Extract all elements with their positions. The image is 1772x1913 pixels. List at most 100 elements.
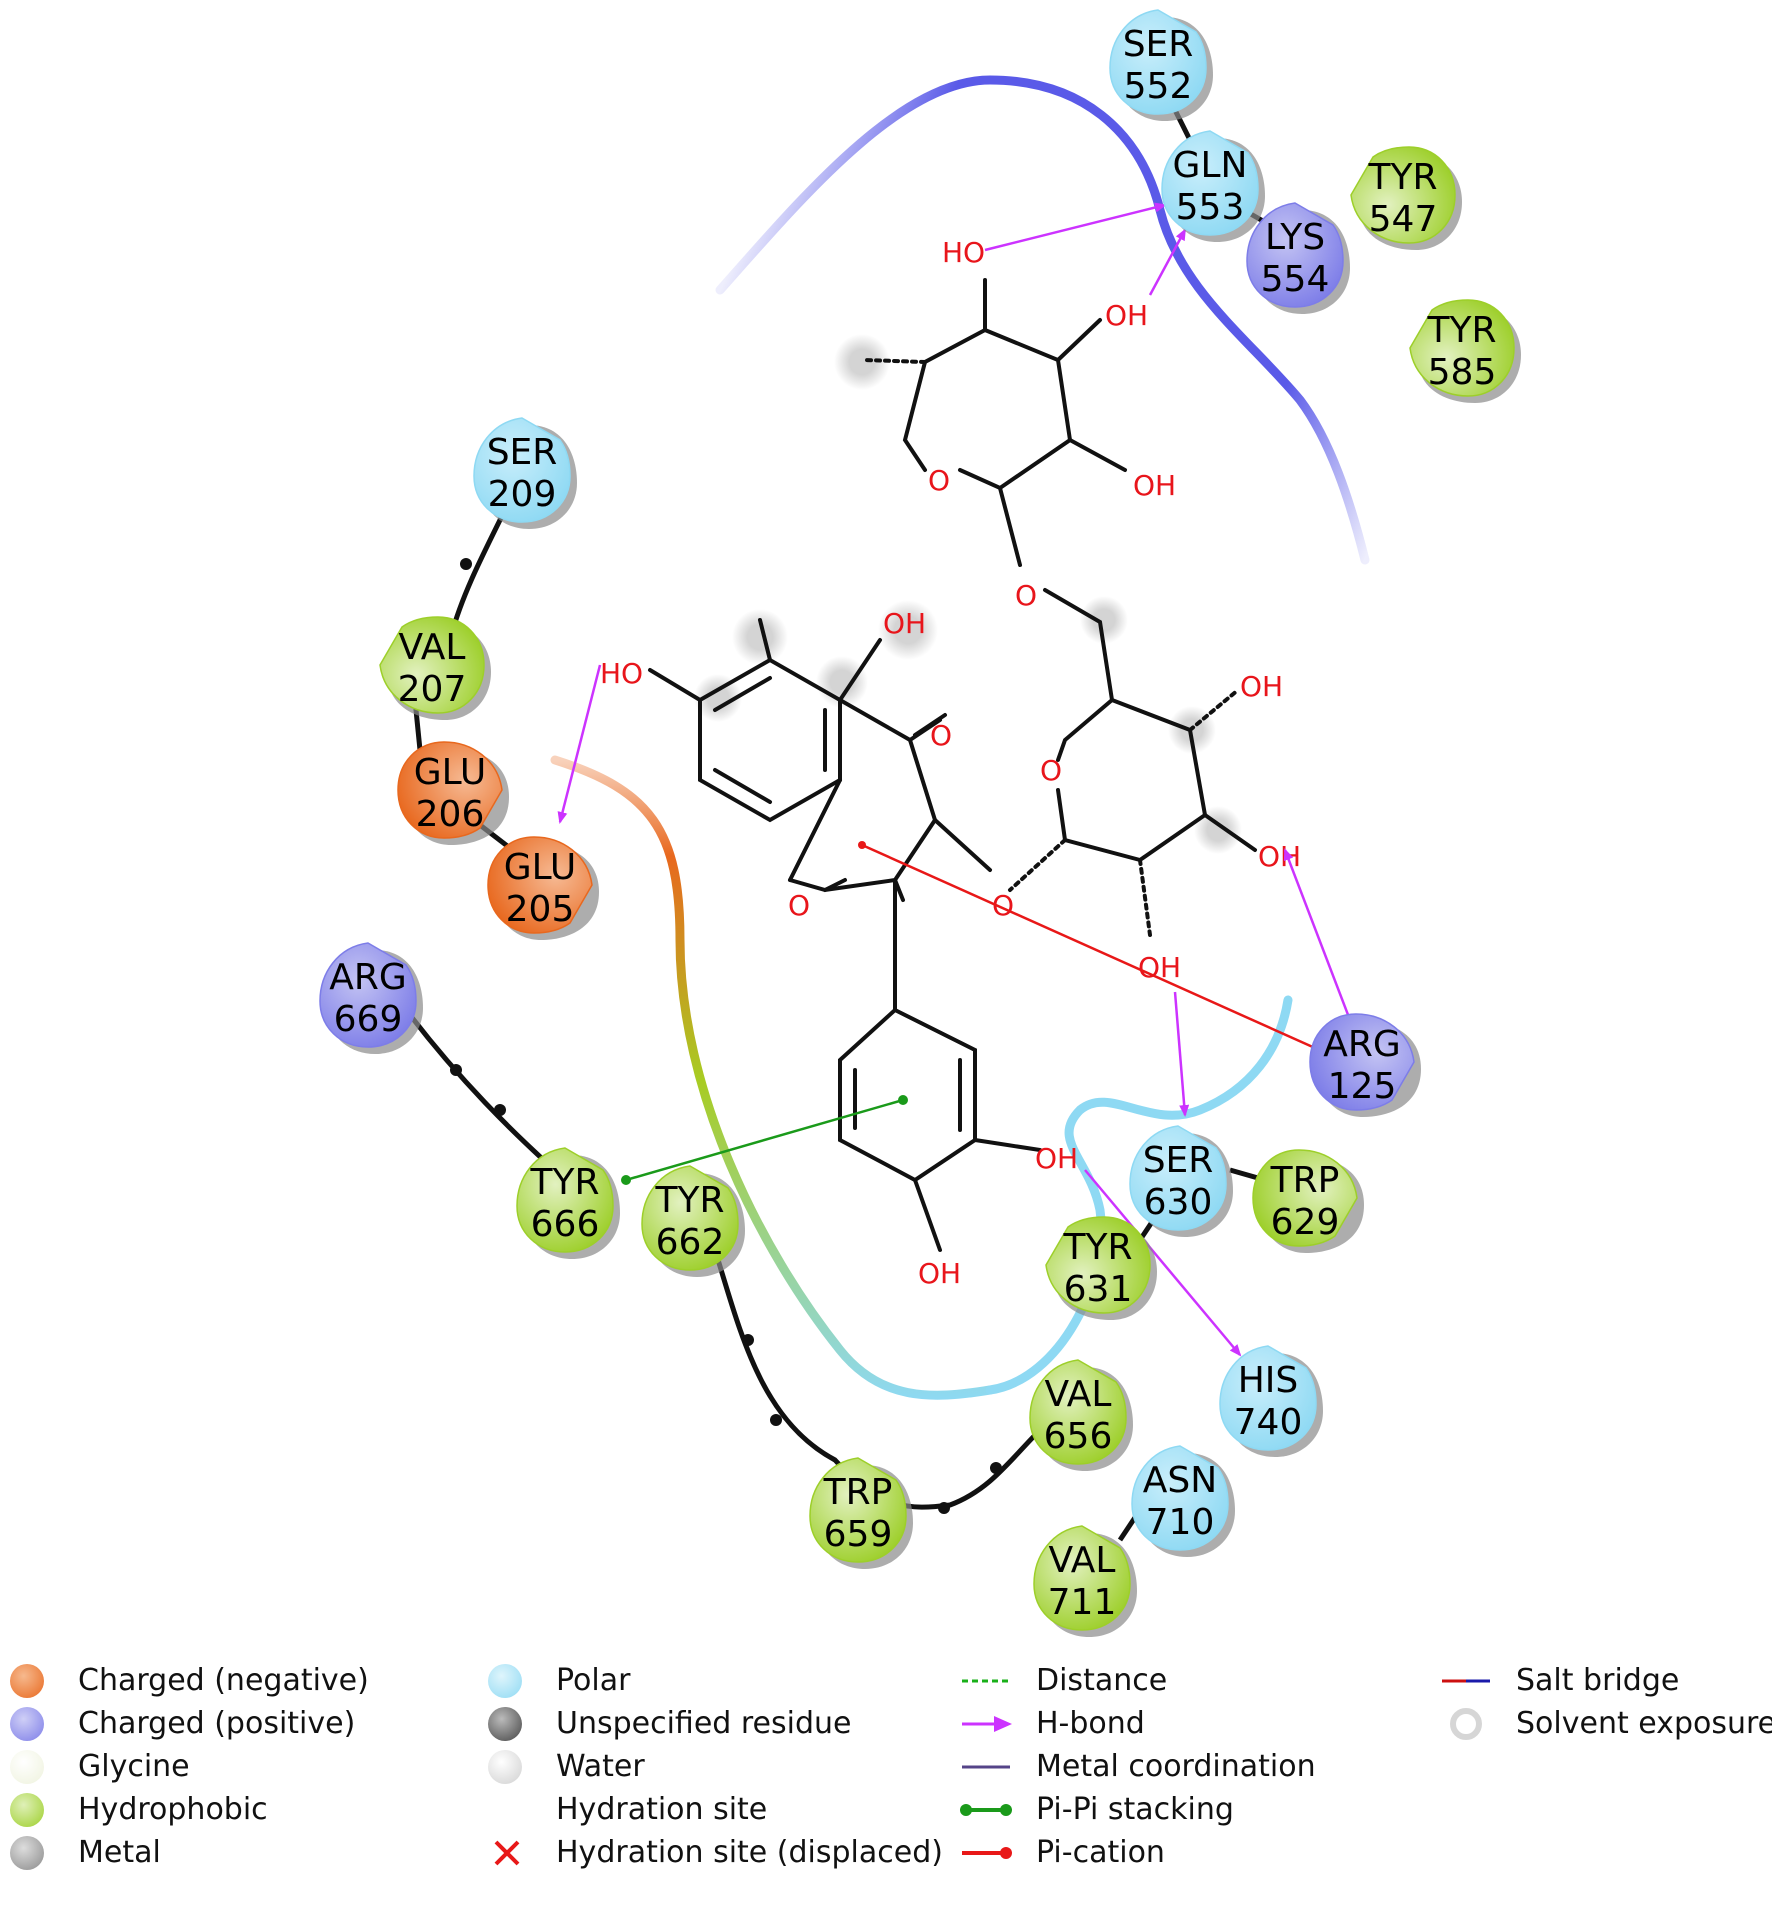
pi-pi-dot-1 bbox=[898, 1095, 908, 1105]
residue-body bbox=[1109, 9, 1207, 115]
residue-number: 666 bbox=[531, 1204, 600, 1245]
atom-oh-7: OH bbox=[1035, 1142, 1078, 1175]
residue-body bbox=[397, 741, 503, 839]
residue-name: SER bbox=[1123, 24, 1194, 65]
atom-ho-2: HO bbox=[600, 657, 643, 690]
residue-number: 711 bbox=[1048, 1582, 1117, 1623]
atom-o-ring-1: O bbox=[928, 464, 950, 497]
atom-oh-4: OH bbox=[1240, 670, 1283, 703]
residue-name: SER bbox=[1143, 1140, 1214, 1181]
residue-number: 710 bbox=[1146, 1502, 1215, 1543]
residue-body bbox=[516, 1147, 614, 1253]
atom-o-ring-3: O bbox=[788, 889, 810, 922]
residue-number: 669 bbox=[334, 999, 403, 1040]
cross-icon bbox=[494, 1840, 520, 1866]
line-dot-icon bbox=[962, 1847, 1012, 1859]
residue-name: GLU bbox=[504, 847, 577, 888]
residue-body bbox=[1309, 1013, 1415, 1111]
residue-number: 206 bbox=[416, 794, 485, 835]
residue-name: TRP bbox=[1270, 1160, 1340, 1201]
residue-body bbox=[1409, 299, 1515, 397]
residue-number: 662 bbox=[656, 1222, 725, 1263]
residue-number: 125 bbox=[1328, 1066, 1397, 1107]
residue-name: VAL bbox=[398, 627, 465, 668]
residue-body bbox=[1045, 1216, 1151, 1314]
residue-body bbox=[1129, 1125, 1227, 1231]
residue-layer: SER552GLN553LYS554TYR547TYR585SER209VAL2… bbox=[319, 9, 1521, 1637]
atom-oh-1: OH bbox=[1105, 299, 1148, 332]
connector-beads bbox=[450, 558, 1002, 1514]
residue-number: 631 bbox=[1064, 1269, 1133, 1310]
residue-number: 585 bbox=[1428, 352, 1497, 393]
halo-icon bbox=[1450, 1708, 1482, 1740]
hbond-lines bbox=[557, 202, 1352, 1357]
residue-body bbox=[319, 942, 417, 1048]
residue-body bbox=[487, 836, 593, 934]
residue-name: LYS bbox=[1265, 217, 1325, 258]
residue-name: GLN bbox=[1173, 145, 1248, 186]
residue-name: TYR bbox=[1063, 1227, 1133, 1268]
residue-number: 207 bbox=[398, 669, 467, 710]
residue-number: 629 bbox=[1271, 1202, 1340, 1243]
residue-number: 547 bbox=[1369, 199, 1438, 240]
atom-oh-5: OH bbox=[1258, 840, 1301, 873]
interaction-diagram: HO OH OH O O OH OH O OH HO O O O OH OH O… bbox=[319, 9, 1521, 1637]
residue-body bbox=[809, 1457, 907, 1563]
residue-number: 205 bbox=[506, 889, 575, 930]
pi-cation-dot bbox=[858, 841, 866, 849]
pocket-outline-blue bbox=[715, 75, 1370, 565]
pocket-outline-multicolor bbox=[550, 755, 995, 1400]
residue-body bbox=[1029, 1359, 1127, 1465]
arrow-icon bbox=[962, 1716, 1012, 1732]
residue-name: HIS bbox=[1238, 1360, 1299, 1401]
atom-oh-8: OH bbox=[918, 1257, 961, 1290]
atom-o-link-1: O bbox=[1015, 579, 1037, 612]
dashed-line-icon bbox=[962, 1679, 1010, 1683]
residue-name: TYR bbox=[1368, 157, 1438, 198]
salt-bridge-icon bbox=[1442, 1679, 1490, 1683]
residue-name: TYR bbox=[1427, 310, 1497, 351]
line-icon bbox=[962, 1765, 1010, 1769]
residue-body bbox=[1246, 202, 1344, 308]
residue-name: ASN bbox=[1143, 1460, 1217, 1501]
ligand-atoms: HO OH OH O O OH OH O OH HO O O O OH OH O… bbox=[600, 236, 1301, 1290]
pi-pi-stacking-line bbox=[625, 1098, 904, 1182]
residue-number: 656 bbox=[1044, 1416, 1113, 1457]
residue-name: TYR bbox=[655, 1180, 725, 1221]
residue-number: 553 bbox=[1176, 187, 1245, 228]
residue-name: SER bbox=[487, 432, 558, 473]
pi-cation-line bbox=[861, 843, 1316, 1050]
atom-o-ring-2: O bbox=[1040, 754, 1062, 787]
residue-name: VAL bbox=[1044, 1374, 1111, 1415]
residue-body bbox=[379, 616, 485, 714]
solvent-exposure-halos bbox=[694, 334, 1242, 854]
dumbbell-icon bbox=[960, 1804, 1012, 1816]
residue-number: 630 bbox=[1144, 1182, 1213, 1223]
atom-o-keto: O bbox=[930, 719, 952, 752]
residue-body bbox=[473, 417, 571, 523]
residue-body bbox=[1131, 1445, 1229, 1551]
atom-oh-3: OH bbox=[883, 607, 926, 640]
residue-body bbox=[1252, 1149, 1358, 1247]
residue-name: ARG bbox=[329, 957, 407, 998]
residue-number: 552 bbox=[1124, 66, 1193, 107]
